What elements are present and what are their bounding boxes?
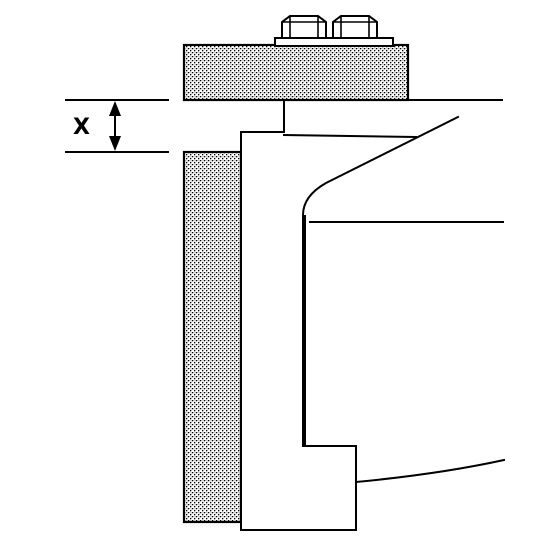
center-part-top-edge <box>282 133 418 139</box>
top-flange-block <box>182 43 410 102</box>
double-arrow-vertical-icon <box>109 101 121 151</box>
hex-bolt-icon <box>332 15 378 39</box>
inner-curved-surface <box>302 115 460 447</box>
bottom-curved-surface <box>354 458 506 484</box>
center-seal-part <box>240 100 357 531</box>
dimension-label: X <box>73 115 90 140</box>
left-housing-wall <box>182 150 243 524</box>
